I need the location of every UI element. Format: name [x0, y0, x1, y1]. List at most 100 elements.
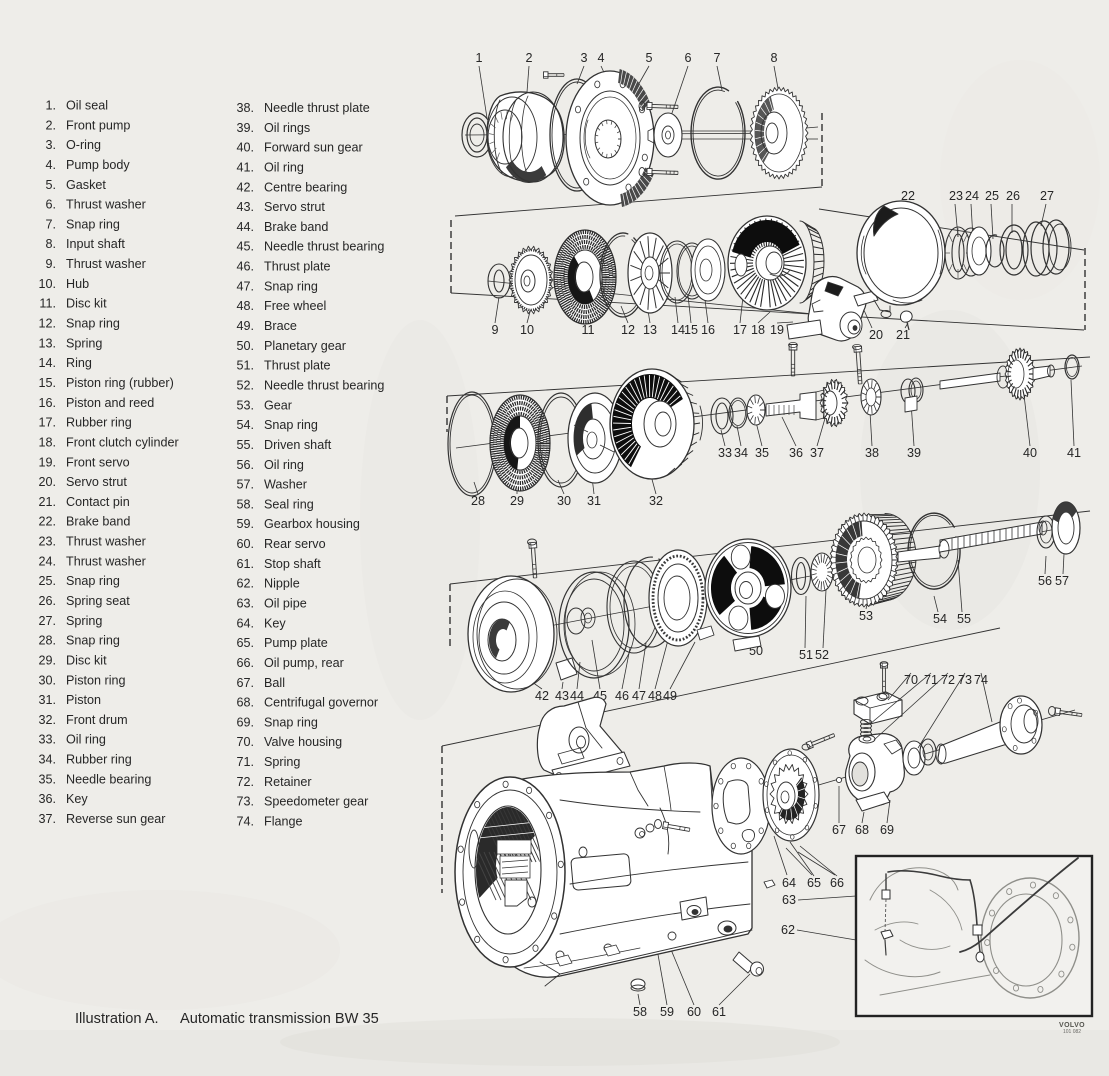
svg-text:Spring seat: Spring seat — [66, 594, 130, 608]
svg-text:38: 38 — [865, 446, 879, 460]
svg-text:Spring: Spring — [264, 755, 300, 769]
svg-text:57.: 57. — [236, 478, 254, 492]
svg-text:Thrust washer: Thrust washer — [66, 198, 146, 212]
svg-text:43.: 43. — [236, 200, 254, 214]
svg-text:54: 54 — [933, 612, 947, 626]
svg-text:Needle thrust plate: Needle thrust plate — [264, 101, 370, 115]
svg-text:24.: 24. — [38, 554, 56, 568]
svg-text:41.: 41. — [236, 161, 254, 175]
svg-text:26.: 26. — [38, 594, 56, 608]
svg-text:72: 72 — [941, 673, 955, 687]
svg-text:Disc kit: Disc kit — [66, 654, 107, 668]
svg-text:3.: 3. — [45, 138, 56, 152]
svg-text:Automatic transmission BW 35: Automatic transmission BW 35 — [180, 1011, 379, 1027]
svg-text:48: 48 — [648, 689, 662, 703]
svg-text:56.: 56. — [236, 458, 254, 472]
svg-text:50.: 50. — [236, 339, 254, 353]
svg-text:Spring: Spring — [66, 614, 102, 628]
svg-text:39.: 39. — [236, 121, 254, 135]
svg-text:42: 42 — [535, 689, 549, 703]
svg-text:36.: 36. — [38, 792, 56, 806]
svg-text:Front pump: Front pump — [66, 118, 130, 132]
svg-text:20: 20 — [869, 328, 883, 342]
svg-text:Flange: Flange — [264, 815, 303, 829]
svg-text:Contact pin: Contact pin — [66, 495, 130, 509]
svg-text:Thrust plate: Thrust plate — [264, 359, 331, 373]
svg-text:62.: 62. — [236, 577, 254, 591]
svg-text:Front drum: Front drum — [66, 713, 128, 727]
svg-text:12: 12 — [621, 323, 635, 337]
svg-text:58.: 58. — [236, 497, 254, 511]
svg-text:Speedometer gear: Speedometer gear — [264, 795, 368, 809]
svg-text:29.: 29. — [38, 654, 56, 668]
svg-text:Oil pipe: Oil pipe — [264, 597, 307, 611]
svg-text:Spring: Spring — [66, 336, 102, 350]
svg-text:Brake band: Brake band — [66, 515, 130, 529]
svg-text:27: 27 — [1040, 189, 1054, 203]
svg-text:28: 28 — [471, 494, 485, 508]
svg-text:Snap ring: Snap ring — [264, 418, 318, 432]
svg-text:48.: 48. — [236, 299, 254, 313]
svg-text:12.: 12. — [38, 317, 56, 331]
svg-text:Thrust washer: Thrust washer — [66, 257, 146, 271]
svg-text:Valve housing: Valve housing — [264, 735, 342, 749]
svg-text:72.: 72. — [236, 775, 254, 789]
svg-text:58: 58 — [633, 1005, 647, 1019]
svg-text:Stop shaft: Stop shaft — [264, 557, 321, 571]
svg-text:Needle thrust bearing: Needle thrust bearing — [264, 379, 384, 393]
svg-text:Snap ring: Snap ring — [66, 634, 120, 648]
svg-text:7.: 7. — [45, 217, 56, 231]
svg-text:Retainer: Retainer — [264, 775, 312, 789]
svg-text:31.: 31. — [38, 693, 56, 707]
svg-text:Rubber ring: Rubber ring — [66, 416, 132, 430]
svg-text:43: 43 — [555, 689, 569, 703]
svg-text:69: 69 — [880, 823, 894, 837]
svg-text:42.: 42. — [236, 180, 254, 194]
svg-text:66.: 66. — [236, 656, 254, 670]
svg-text:13: 13 — [643, 323, 657, 337]
svg-text:4.: 4. — [45, 158, 56, 172]
svg-text:61: 61 — [712, 1005, 726, 1019]
svg-text:17: 17 — [733, 323, 747, 337]
svg-text:15: 15 — [684, 323, 698, 337]
svg-text:Centre bearing: Centre bearing — [264, 180, 347, 194]
svg-text:31: 31 — [587, 494, 601, 508]
svg-text:Rear servo: Rear servo — [264, 537, 326, 551]
svg-text:Gasket: Gasket — [66, 178, 106, 192]
svg-text:7: 7 — [713, 51, 720, 65]
svg-text:Snap ring: Snap ring — [264, 279, 318, 293]
svg-text:35: 35 — [755, 446, 769, 460]
svg-text:Servo strut: Servo strut — [66, 475, 127, 489]
svg-text:11.: 11. — [39, 297, 56, 311]
svg-text:45.: 45. — [236, 240, 254, 254]
svg-text:16.: 16. — [38, 396, 56, 410]
svg-text:Gearbox housing: Gearbox housing — [264, 517, 360, 531]
svg-text:21: 21 — [896, 328, 910, 342]
svg-text:5: 5 — [645, 51, 652, 65]
svg-text:Ring: Ring — [66, 356, 92, 370]
svg-text:59.: 59. — [236, 517, 254, 531]
svg-text:65.: 65. — [236, 636, 254, 650]
svg-text:41: 41 — [1067, 446, 1081, 460]
svg-text:52.: 52. — [236, 379, 254, 393]
svg-text:Piston and reed: Piston and reed — [66, 396, 154, 410]
svg-text:55.: 55. — [236, 438, 254, 452]
svg-text:10.: 10. — [38, 277, 56, 291]
svg-text:11: 11 — [581, 323, 594, 337]
svg-text:24: 24 — [965, 189, 979, 203]
svg-text:67.: 67. — [236, 676, 254, 690]
svg-text:49: 49 — [663, 689, 677, 703]
svg-text:Servo strut: Servo strut — [264, 200, 325, 214]
svg-text:Oil ring: Oil ring — [264, 458, 304, 472]
svg-text:3: 3 — [580, 51, 587, 65]
svg-text:54.: 54. — [236, 418, 254, 432]
svg-text:Thrust washer: Thrust washer — [66, 554, 146, 568]
svg-text:2.: 2. — [45, 118, 56, 132]
svg-text:Oil pump, rear: Oil pump, rear — [264, 656, 344, 670]
svg-text:64: 64 — [782, 876, 796, 890]
svg-text:74: 74 — [974, 673, 988, 687]
svg-text:63.: 63. — [236, 597, 254, 611]
svg-text:29: 29 — [510, 494, 524, 508]
svg-text:40.: 40. — [236, 141, 254, 155]
svg-text:Front clutch cylinder: Front clutch cylinder — [66, 435, 179, 449]
